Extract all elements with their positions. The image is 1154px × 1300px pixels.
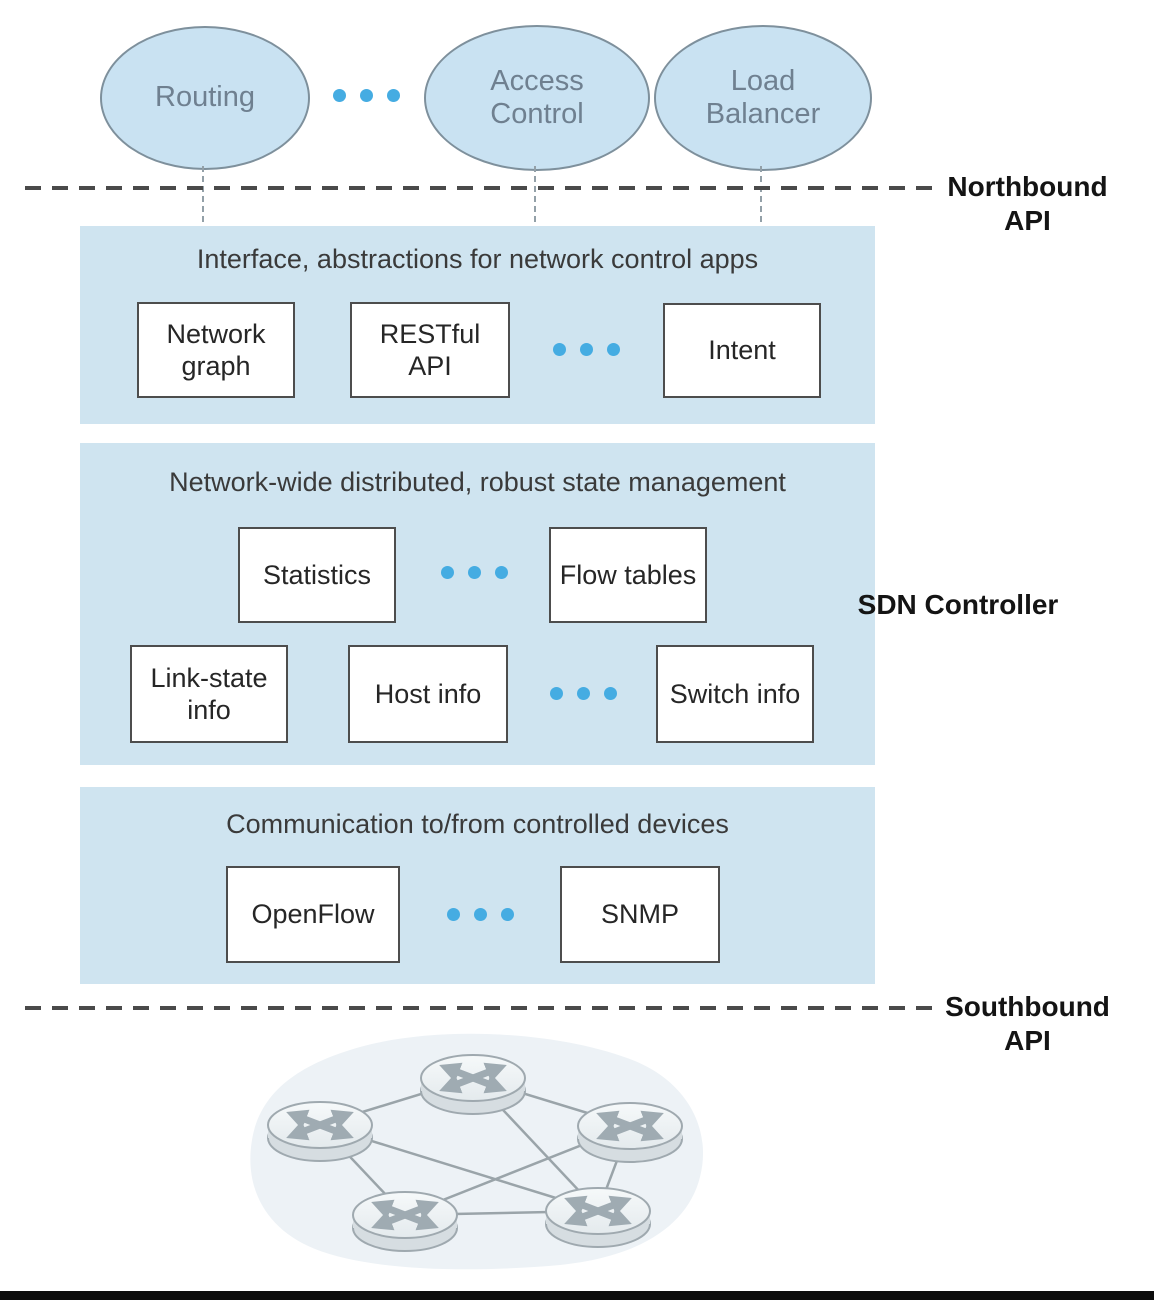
- box-intent: Intent: [663, 303, 821, 398]
- dot-icon: [468, 566, 481, 579]
- app-label: Load Balancer: [705, 64, 821, 130]
- dot-icon: [577, 687, 590, 700]
- router-icon: [420, 1054, 526, 1115]
- sdn-controller-label: SDN Controller: [857, 589, 1059, 620]
- ellipsis-icon: [333, 89, 400, 102]
- dot-icon: [387, 89, 400, 102]
- box-link-state-info: Link-state info: [130, 645, 288, 743]
- box-restful-api: RESTful API: [350, 302, 510, 398]
- router-icon: [577, 1102, 683, 1163]
- router-icon: [545, 1187, 651, 1248]
- dot-icon: [580, 343, 593, 356]
- box-statistics: Statistics: [238, 527, 396, 623]
- figure-bottom-rule: [0, 1291, 1154, 1300]
- app-ellipse-access-control: Access Control: [424, 25, 650, 171]
- app-ellipse-load-balancer: Load Balancer: [654, 25, 872, 171]
- dot-icon: [495, 566, 508, 579]
- panel-communication: Communication to/from controlled devices: [80, 787, 875, 984]
- box-network-graph: Network graph: [137, 302, 295, 398]
- app-label: Routing: [155, 81, 255, 114]
- dot-icon: [441, 566, 454, 579]
- dot-icon: [553, 343, 566, 356]
- connector-dashed-line: [534, 166, 536, 232]
- connector-dashed-line: [760, 166, 762, 232]
- box-flow-tables: Flow tables: [549, 527, 707, 623]
- dot-icon: [607, 343, 620, 356]
- app-ellipse-routing: Routing: [100, 26, 310, 170]
- dot-icon: [501, 908, 514, 921]
- router-icon: [267, 1101, 373, 1162]
- dot-icon: [333, 89, 346, 102]
- southbound-api-label: Southbound API: [945, 991, 1110, 1056]
- ellipsis-icon: [550, 687, 617, 700]
- northbound-api-label: Northbound API: [947, 171, 1108, 236]
- box-snmp: SNMP: [560, 866, 720, 963]
- box-switch-info: Switch info: [656, 645, 814, 743]
- router-icon: [352, 1191, 458, 1252]
- dot-icon: [474, 908, 487, 921]
- ellipsis-icon: [447, 908, 514, 921]
- ellipsis-icon: [441, 566, 508, 579]
- dot-icon: [604, 687, 617, 700]
- network-cloud: [250, 1033, 704, 1270]
- southbound-api-dashed-line: [25, 1006, 932, 1010]
- app-label: Access Control: [490, 64, 584, 130]
- panel-title: Network-wide distributed, robust state m…: [169, 467, 786, 497]
- box-openflow: OpenFlow: [226, 866, 400, 963]
- dot-icon: [447, 908, 460, 921]
- ellipsis-icon: [553, 343, 620, 356]
- panel-title: Communication to/from controlled devices: [226, 809, 729, 839]
- connector-dashed-line: [202, 166, 204, 232]
- dot-icon: [360, 89, 373, 102]
- panel-title: Interface, abstractions for network cont…: [196, 244, 759, 274]
- dot-icon: [550, 687, 563, 700]
- box-host-info: Host info: [348, 645, 508, 743]
- northbound-api-dashed-line: [25, 186, 932, 190]
